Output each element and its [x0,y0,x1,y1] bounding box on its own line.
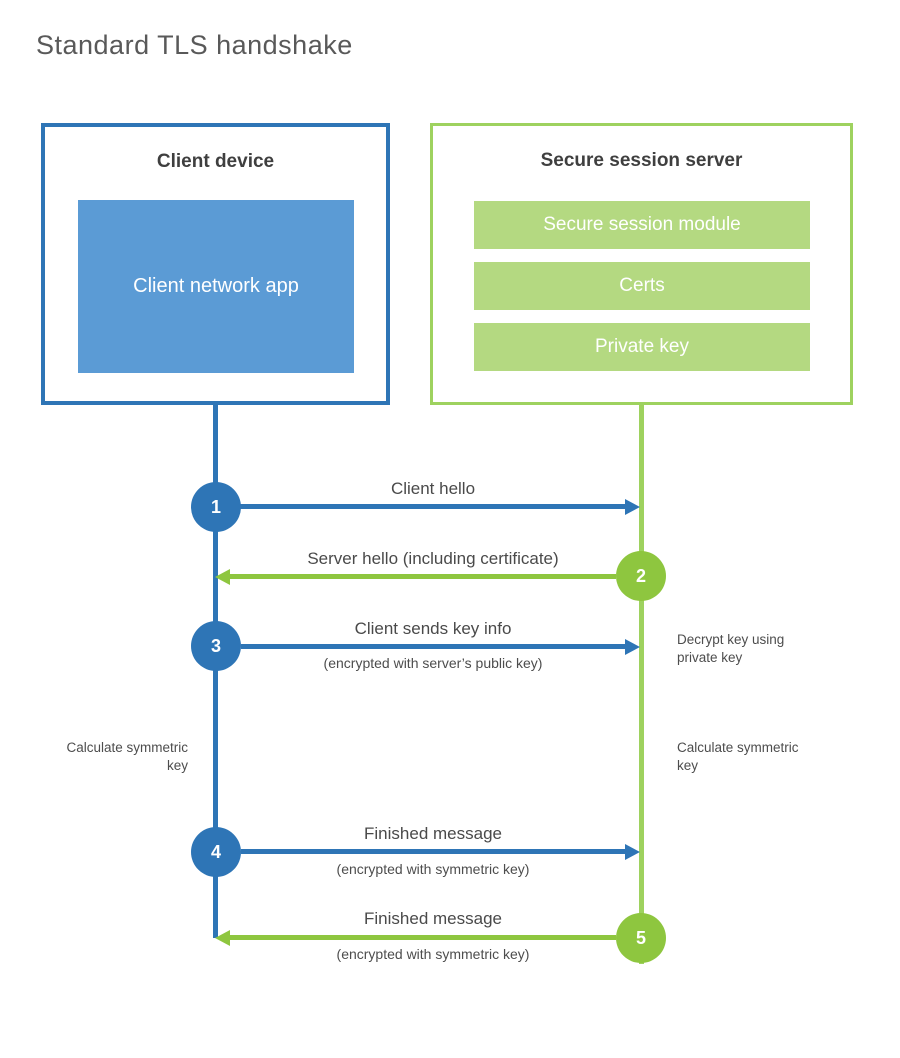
arrow-finished-client [241,849,626,854]
step-circle-3: 3 [191,621,241,671]
server-module-private-key: Private key [474,323,810,371]
step-circle-4: 4 [191,827,241,877]
arrow-head-right-icon [625,639,640,655]
client-network-app-label: Client network app [133,275,299,297]
client-lifeline [213,405,218,938]
message-label-finished-client: Finished message [364,824,502,843]
message-sub-key-info: (encrypted with server’s public key) [323,655,543,671]
arrow-server-hello [230,574,616,579]
arrow-head-left-icon [215,569,230,585]
arrow-key-info [241,644,626,649]
arrow-head-right-icon [625,844,640,860]
client-network-app-box: Client network app [78,200,354,373]
message-sub-finished-server: (encrypted with symmetric key) [336,946,530,962]
message-label-client-hello: Client hello [390,479,476,498]
client-device-box: Client device Client network app [41,123,390,405]
server-module-label: Certs [619,275,665,296]
message-label-key-info: Client sends key info [354,619,512,638]
server-modules-list: Secure session module Certs Private key [474,201,810,384]
step-circle-1: 1 [191,482,241,532]
note-calculate-symmetric-key-client: Calculate symmetric key [66,740,188,773]
server-lifeline [639,404,644,964]
arrow-head-right-icon [625,499,640,515]
message-sub-finished-client: (encrypted with symmetric key) [336,861,530,877]
client-device-title: Client device [156,151,275,172]
message-label-server-hello: Server hello (including certificate) [307,549,559,568]
arrow-head-left-icon [215,930,230,946]
step-circle-2: 2 [616,551,666,601]
step-circle-5: 5 [616,913,666,963]
arrow-finished-server [230,935,616,940]
note-calculate-symmetric-key-server: Calculate symmetric key [677,740,799,773]
message-label-finished-server: Finished message [364,909,502,928]
note-decrypt-key: Decrypt key using private key [677,632,785,665]
diagram-title: Standard TLS handshake [36,30,353,60]
secure-session-server-box: Secure session server Secure session mod… [430,123,853,405]
server-module-label: Private key [595,336,689,357]
secure-session-server-title: Secure session server [540,150,743,171]
server-module-label: Secure session module [543,214,741,235]
server-module-certs: Certs [474,262,810,310]
server-module-secure-session: Secure session module [474,201,810,249]
arrow-client-hello [240,504,626,509]
